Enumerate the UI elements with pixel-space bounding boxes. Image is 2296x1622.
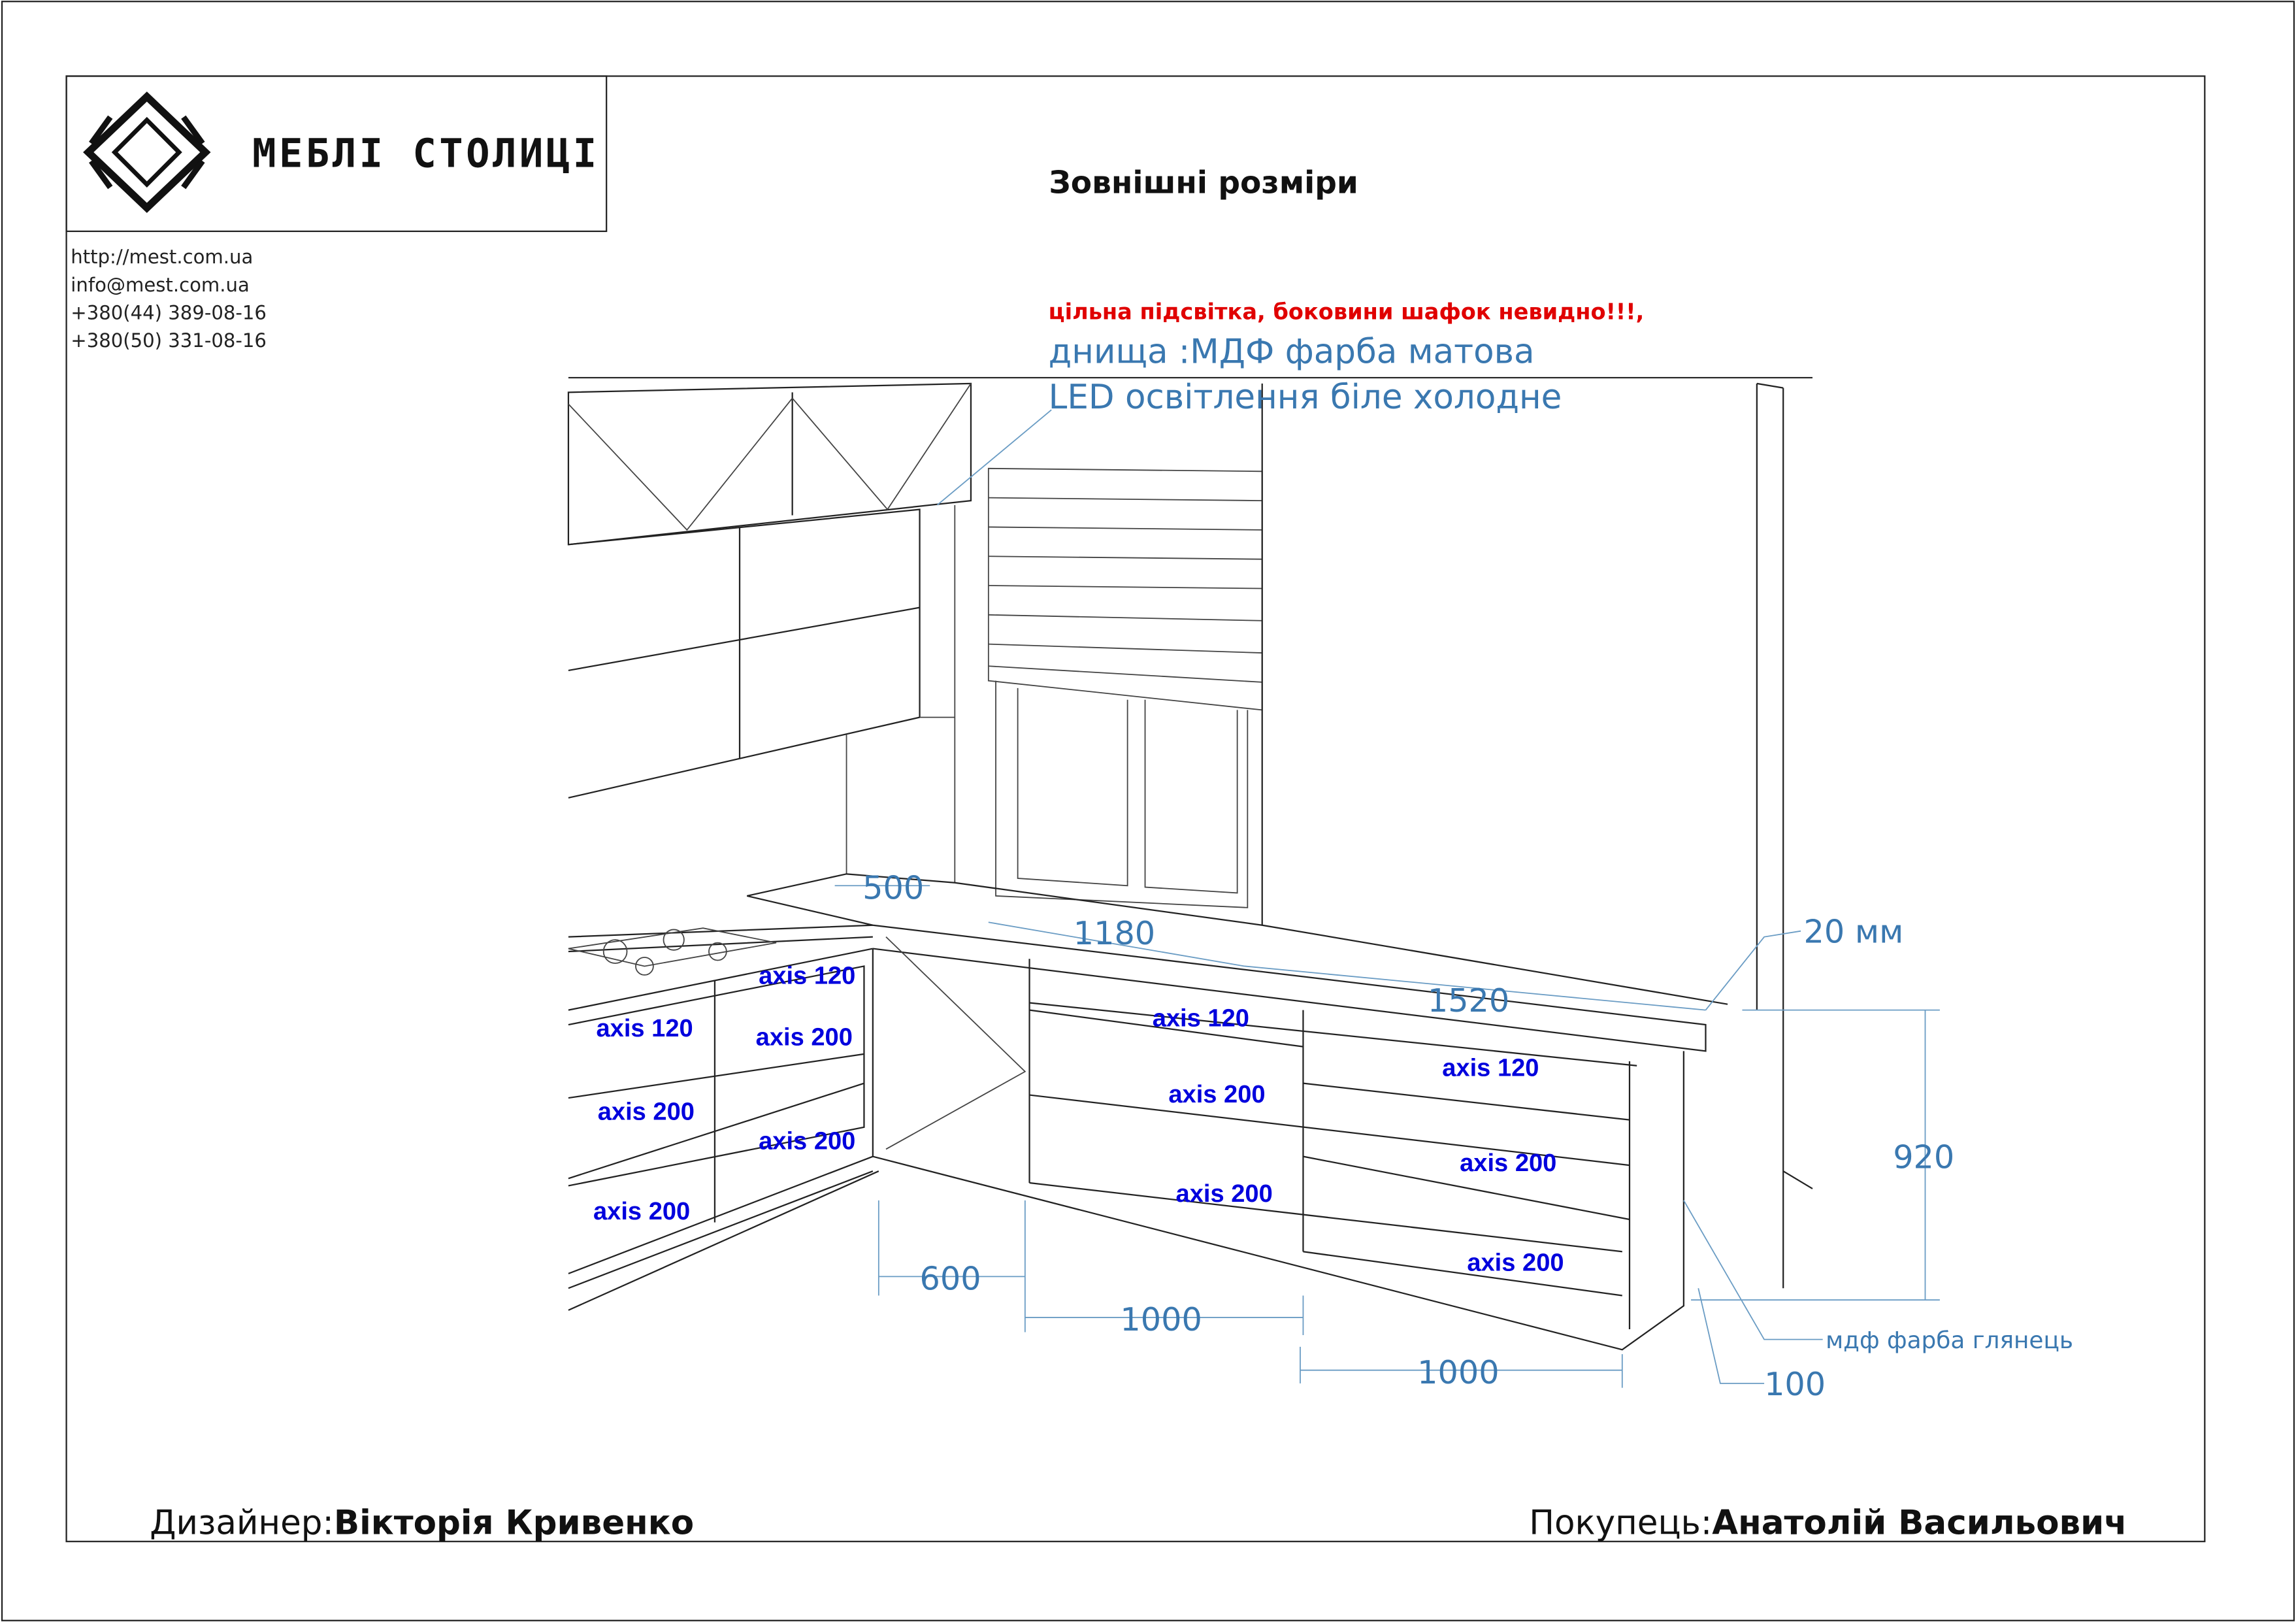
dimension-920: 920 (1893, 1138, 1954, 1176)
customer-credit: Покупець:Анатолій Васильович (1529, 1504, 2127, 1543)
bottoms-note: днища :МДФ фарба матова (1049, 333, 1535, 372)
dimension-600: 600 (920, 1260, 981, 1298)
designer-label: Дизайнер: (150, 1504, 334, 1543)
logo-box (65, 75, 608, 233)
axis-label: axis 120 (1153, 1004, 1249, 1032)
designer-name: Вікторія Кривенко (334, 1504, 694, 1543)
page-title: Зовнішні розміри (1049, 165, 1358, 201)
axis-label: axis 200 (756, 1023, 853, 1051)
dimension-500: 500 (862, 869, 924, 906)
axis-label: axis 200 (1168, 1081, 1265, 1108)
warning-note: цільна підсвітка, боковини шафок невидно… (1049, 299, 1645, 324)
dimension-1180: 1180 (1074, 914, 1155, 952)
axis-label: axis 200 (598, 1099, 695, 1126)
axis-label: axis 200 (759, 1127, 855, 1155)
axis-label: axis 200 (593, 1198, 690, 1225)
inner-frame (65, 75, 2206, 1542)
axis-label: axis 120 (1442, 1054, 1539, 1082)
dimension-1000-left: 1000 (1120, 1300, 1202, 1338)
axis-label: axis 200 (1176, 1180, 1273, 1208)
customer-name: Анатолій Васильович (1712, 1504, 2127, 1543)
contact-website[interactable]: http://mest.com.ua (71, 246, 253, 268)
contact-email[interactable]: info@mest.com.ua (71, 274, 250, 296)
window (995, 680, 1249, 908)
dimension-lines (834, 409, 1940, 1388)
axis-label: axis 200 (1460, 1150, 1556, 1177)
designer-credit: Дизайнер:Вікторія Кривенко (150, 1504, 694, 1543)
dimension-1520: 1520 (1428, 982, 1509, 1019)
contact-phone-2: +380(50) 331-08-16 (71, 329, 267, 352)
logo-text: МЕБЛІ СТОЛИЦІ (252, 131, 600, 176)
dimension-100: 100 (1764, 1365, 1826, 1403)
contact-phone-1: +380(44) 389-08-16 (71, 301, 267, 323)
cooktop-icon (568, 927, 777, 976)
roller-blind (987, 467, 1263, 711)
dimension-20mm: 20 мм (1804, 913, 1904, 951)
facade-note: мдф фарба глянець (1826, 1327, 2073, 1354)
logo-icon (83, 91, 211, 213)
axis-label: axis 120 (596, 1015, 693, 1042)
dimension-1000-right: 1000 (1417, 1353, 1499, 1391)
led-note: LED освітлення біле холодне (1049, 378, 1562, 417)
axis-label: axis 120 (759, 962, 855, 989)
customer-label: Покупець: (1529, 1504, 1712, 1543)
kitchen-drawing (567, 376, 1813, 1351)
axis-label: axis 200 (1467, 1249, 1564, 1276)
